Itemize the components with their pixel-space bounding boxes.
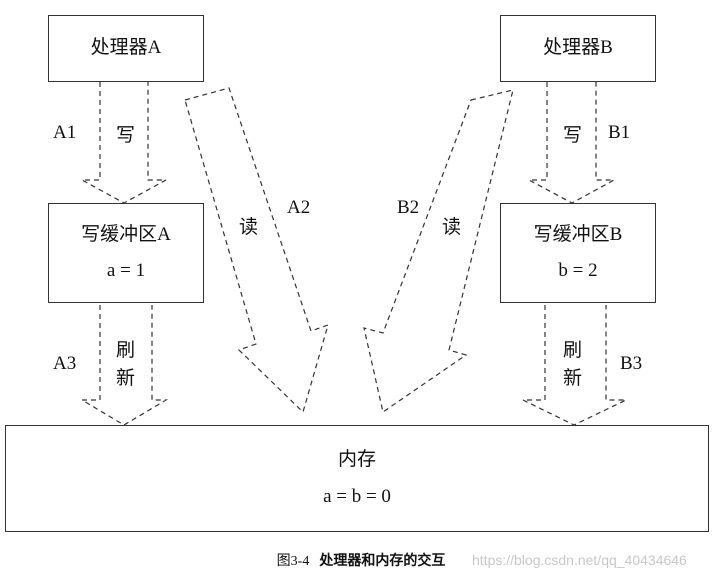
figure-title: 处理器和内存的交互 [319,553,446,569]
label-b3-op-2: 新 [563,368,583,389]
processor-a-box: 处理器A [48,15,204,82]
label-a1-op: 写 [116,125,136,146]
label-b2-op: 读 [442,217,462,238]
figure-number: 图3-4 [276,554,310,569]
arrow-b2 [363,89,514,413]
label-a2-op: 读 [239,217,259,238]
label-b1: B1 [608,122,631,143]
buffer-a-box: 写缓冲区A a = 1 [48,203,204,303]
processor-b-box: 处理器B [500,15,656,82]
label-a3-op-1: 刷 [116,340,136,361]
processor-b-label: 处理器B [543,37,613,59]
buffer-b-title: 写缓冲区B [533,223,623,245]
buffer-b-box: 写缓冲区B b = 2 [500,203,656,303]
label-b3: B3 [620,353,643,374]
label-a3: A3 [53,353,77,374]
buffer-a-title: 写缓冲区A [81,223,171,245]
label-b1-op: 写 [563,125,583,146]
label-b2: B2 [397,197,420,218]
processor-a-label: 处理器A [90,37,162,59]
arrow-b3 [522,305,627,426]
arrow-a3 [79,305,169,426]
label-a2: A2 [287,197,311,218]
label-a1: A1 [53,122,77,143]
buffer-b-value: b = 2 [558,260,598,281]
memory-title: 内存 [337,449,376,471]
buffer-a-value: a = 1 [106,260,146,281]
memory-box: 内存 a = b = 0 [5,425,709,532]
watermark-text: https://blog.csdn.net/qq_40434646 [472,552,687,568]
memory-value: a = b = 0 [323,485,391,507]
label-b3-op-1: 刷 [563,340,583,361]
label-a3-op-2: 新 [116,368,136,389]
figure-caption: 图3-4 处理器和内存的交互 [0,554,722,569]
arrow-a2 [184,87,329,414]
